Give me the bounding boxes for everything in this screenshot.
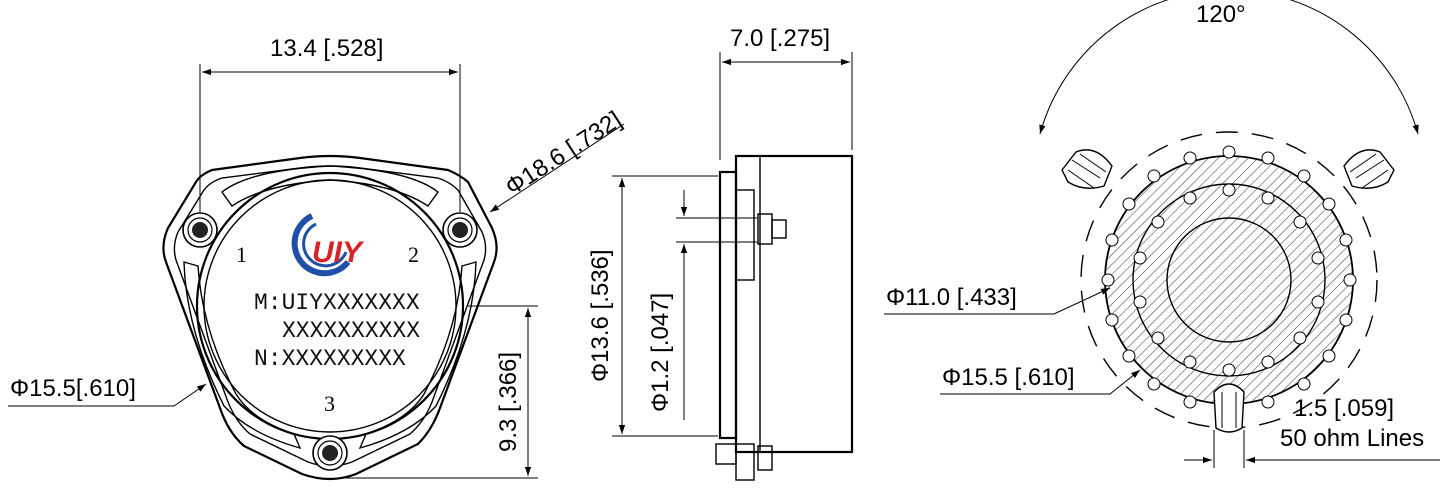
dim-body-dia-label: Φ13.6 [.536] (587, 249, 614, 382)
slot-arc-top (221, 165, 439, 207)
marking-serial: N:XXXXXXXXX (254, 346, 406, 372)
side-tab-lower (715, 443, 737, 465)
rear-lead-right (1343, 149, 1395, 189)
rear-view: 120° (884, 0, 1440, 468)
dim-rear-outer-dia-leader (940, 369, 1141, 395)
dim-depth-label: 7.0 [.275] (730, 25, 830, 52)
uiy-logo: UIY (291, 213, 365, 277)
dim-angle-label: 120° (1196, 1, 1246, 28)
logo-text: UIY (312, 236, 365, 269)
rear-inner-holes (1133, 183, 1325, 377)
flange-outline (162, 154, 498, 481)
dim-lead-note-label: 50 ohm Lines (1280, 425, 1424, 452)
slot-arc-right (358, 261, 477, 450)
side-flange (718, 170, 738, 440)
dim-face-dia-leader (8, 383, 207, 407)
dim-outer-dia-label: Φ18.6 [.732] (501, 106, 627, 201)
side-connector-lower (735, 443, 755, 481)
dim-outer-dia-leader (489, 123, 625, 213)
dim-pin-dia-label: Φ1.2 [.047] (647, 293, 674, 412)
slot-arc-left (183, 261, 302, 450)
flange-inner-edge (173, 165, 487, 467)
dim-inner-dia-label: Φ11.0 [.433] (886, 284, 1017, 311)
front-view: UIY 1 2 3 M:UIYXXXXXXX XXXXXXXXXX N:XXXX… (8, 35, 627, 481)
marking-model: M:UIYXXXXXXX (254, 290, 420, 316)
dim-inner-dia-leader (884, 287, 1111, 315)
rear-inner-disk (1166, 217, 1292, 343)
dim-face-dia-label: Φ15.5[.610] (10, 375, 136, 402)
side-connector-upper (735, 189, 755, 281)
rear-lead-left (1061, 149, 1113, 189)
side-view: 7.0 [.275] Φ13.6 [.536] Φ1.2 [.047] (587, 25, 854, 481)
dim-rear-outer-dia-label: Φ15.5 [.610] (942, 364, 1075, 391)
mounting-hole-1 (182, 212, 218, 248)
dim-angle-arc (1039, 0, 1419, 135)
mounting-hole-2 (442, 212, 478, 248)
dim-width-label: 13.4 [.528] (270, 35, 383, 62)
dim-height-label: 9.3 [.366] (495, 352, 522, 452)
rear-lead-bottom (1213, 383, 1245, 433)
side-pin-lower (757, 445, 773, 471)
mounting-hole-3 (312, 435, 348, 471)
pin-label-1: 1 (236, 242, 247, 267)
pin-label-2: 2 (408, 242, 419, 267)
marking-model-cont: XXXXXXXXXX (282, 318, 420, 344)
side-pin-tip (771, 219, 787, 239)
pin-label-3: 3 (324, 391, 335, 416)
front-face-inner (203, 179, 457, 433)
dim-lead-width-label: 1.5 [.059] (1294, 395, 1394, 422)
